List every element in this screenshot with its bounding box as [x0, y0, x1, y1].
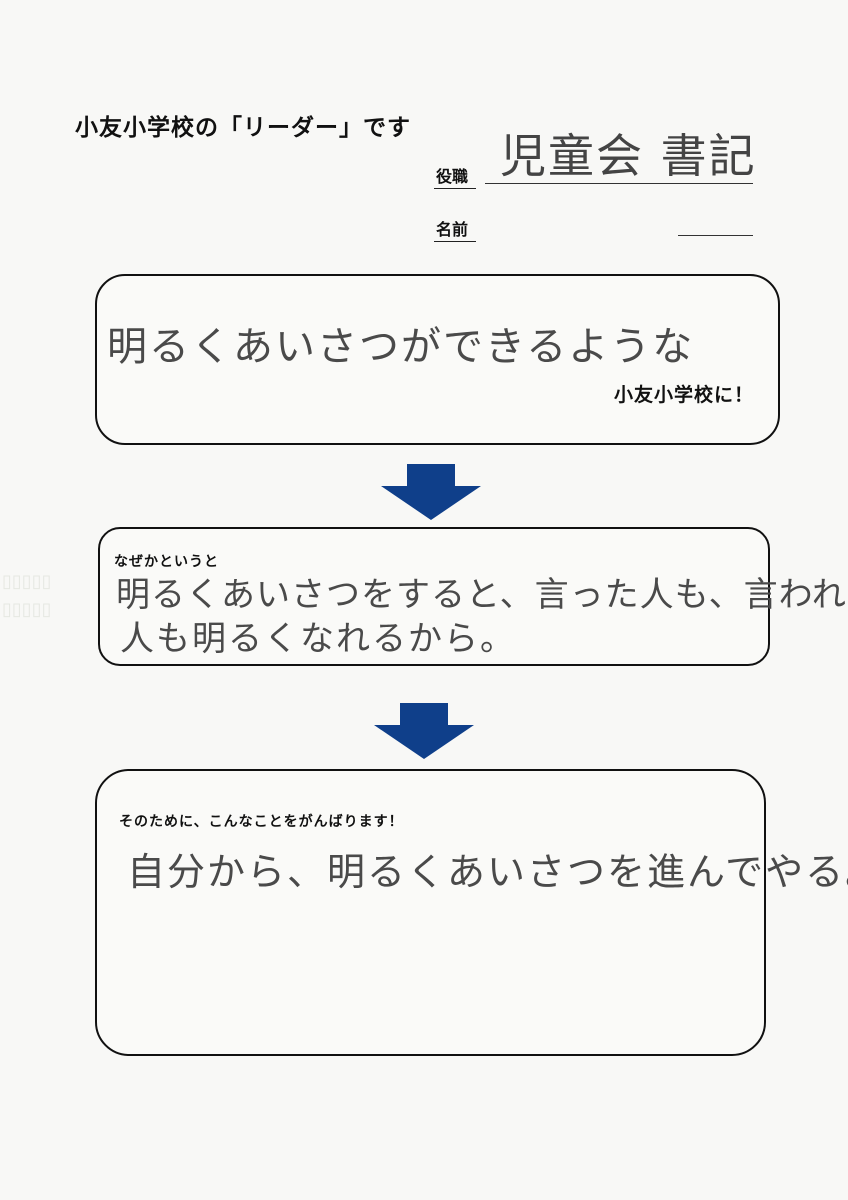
reason-handwritten-line-2: 人も明るくなれるから。 — [120, 619, 516, 659]
goal-box: 明るくあいさつができるような 小友小学校に！ — [95, 274, 780, 445]
plan-box: そのために、こんなことをがんばります！ 自分から、明るくあいさつを進んでやる。 — [95, 769, 848, 1056]
down-arrow-icon — [374, 703, 474, 759]
reason-box: なぜかというと 明るくあいさつをすると、言った人も、言われた 人も明るくなれるか… — [98, 527, 848, 666]
name-label: 名前 — [434, 216, 477, 242]
reason-handwritten-line-1: 明るくあいさつをすると、言った人も、言われた — [116, 575, 848, 615]
plan-label: そのために、こんなことをがんばります！ — [119, 814, 404, 830]
role-value-handwritten: 児童会 書記 — [500, 129, 757, 183]
bleed-through-marks: ▯▯▯▯▯▯▯▯▯▯ — [2, 571, 52, 620]
goal-printed-text: 小友小学校に！ — [613, 384, 754, 406]
name-underline — [678, 235, 753, 236]
goal-handwritten-text: 明るくあいさつができるような — [107, 324, 695, 370]
worksheet-title: 小友小学校の「リーダー」です — [75, 115, 411, 141]
down-arrow-icon — [381, 464, 481, 520]
reason-label: なぜかというと — [114, 554, 219, 570]
role-underline — [485, 183, 753, 184]
plan-handwritten-text: 自分から、明るくあいさつを進んでやる。 — [127, 850, 848, 894]
role-label: 役職 — [434, 163, 477, 189]
